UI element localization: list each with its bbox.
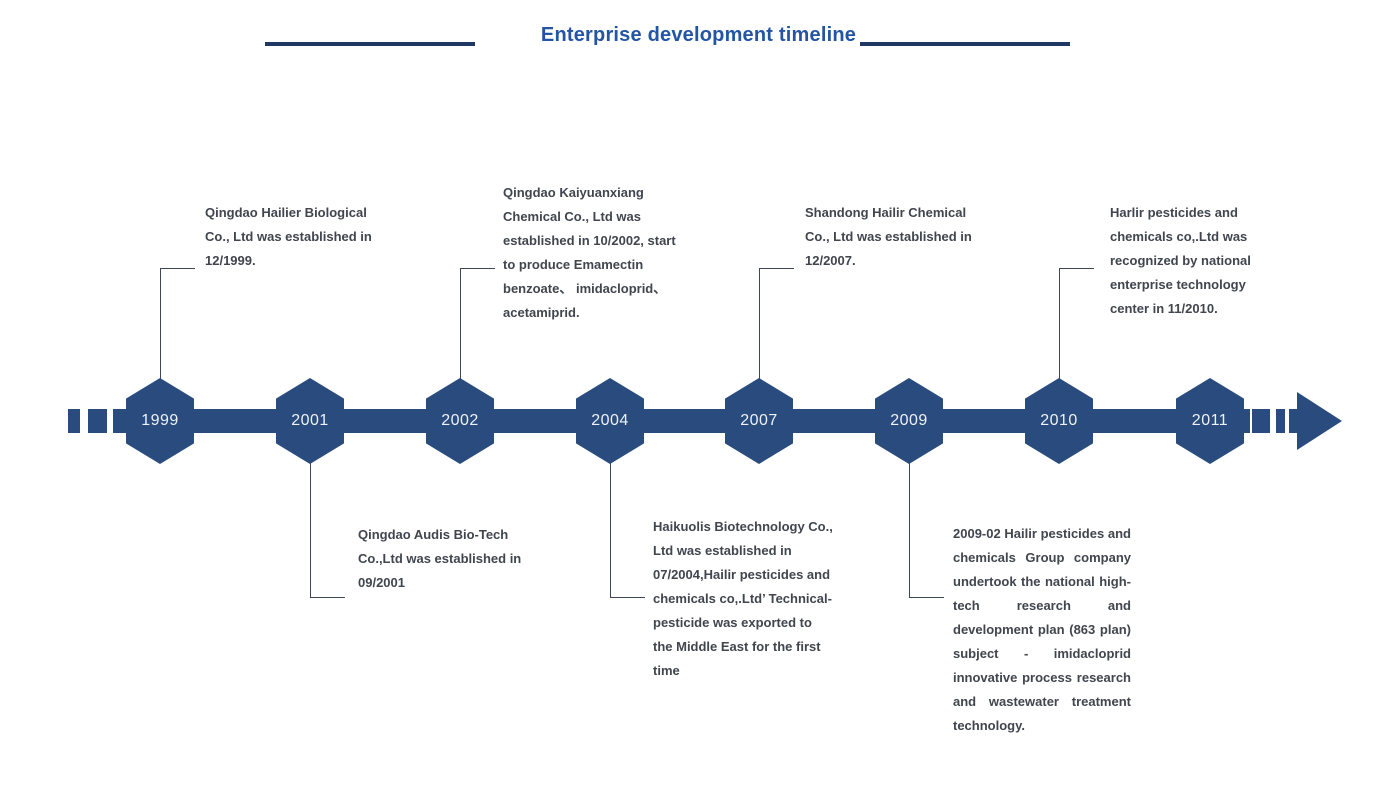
connector-2001: [310, 461, 345, 598]
event-2004-hexagon: 2004: [576, 378, 644, 464]
year-label: 2004: [591, 412, 629, 429]
year-label: 2010: [1040, 412, 1078, 429]
event-2010-description: Harlir pesticides and chemicals co,.Ltd …: [1110, 205, 1251, 316]
year-label: 1999: [141, 412, 179, 429]
event-1999-hexagon: 1999: [126, 378, 194, 464]
timeline-arrow-icon: [1297, 392, 1342, 450]
connector-2002: [460, 268, 495, 381]
timeline-start-dash-2: [88, 409, 107, 433]
connector-2007: [759, 268, 794, 381]
timeline-end-dash-1: [1252, 409, 1270, 433]
year-label: 2011: [1191, 412, 1229, 429]
event-2004-description: Haikuolis Biotechnology Co., Ltd was est…: [653, 519, 833, 678]
year-label: 2007: [740, 412, 778, 429]
title-underline-right: [860, 42, 1070, 46]
timeline-end-dash-2: [1276, 409, 1285, 433]
year-label: 2001: [291, 412, 329, 429]
event-2009-description: 2009-02 Hailir pesticides and chemicals …: [953, 526, 1131, 733]
event-2009-hexagon: 2009: [875, 378, 943, 464]
timeline-end-dash-3: [1289, 409, 1297, 433]
event-2002-hexagon: 2002: [426, 378, 494, 464]
event-2010-hexagon: 2010: [1025, 378, 1093, 464]
title-underline-left: [265, 42, 475, 46]
event-2001-description: Qingdao Audis Bio-Tech Co.,Ltd was estab…: [358, 527, 522, 590]
connector-2010: [1059, 268, 1094, 381]
event-2002-description: Qingdao Kaiyuanxiang Chemical Co., Ltd w…: [503, 185, 676, 320]
page-title: Enterprise development timeline: [540, 24, 857, 46]
event-2001-hexagon: 2001: [276, 378, 344, 464]
event-1999-description: Qingdao Hailier Biological Co., Ltd was …: [205, 205, 372, 268]
year-label: 2002: [441, 412, 479, 429]
connector-2004: [610, 461, 645, 598]
year-label: 2009: [890, 412, 928, 429]
event-2011-hexagon: 2011: [1176, 378, 1244, 464]
connector-1999: [160, 268, 195, 381]
connector-2009: [909, 461, 944, 598]
timeline-start-dash-1: [68, 409, 80, 433]
event-2007-hexagon: 2007: [725, 378, 793, 464]
event-2007-description: Shandong Hailir Chemical Co., Ltd was es…: [805, 205, 972, 268]
